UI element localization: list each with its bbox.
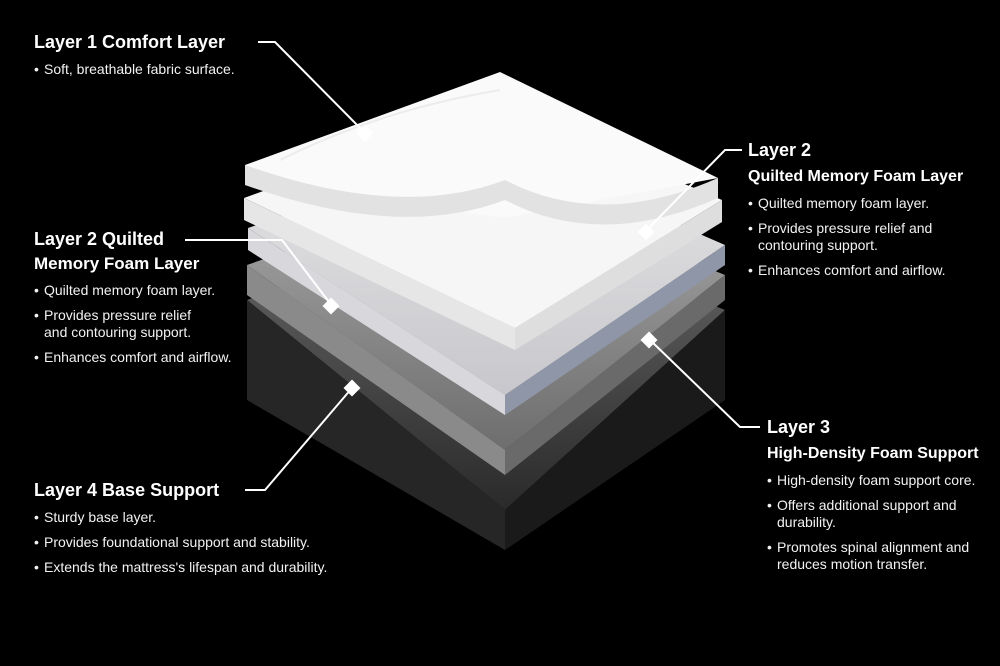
layer-4-bullet: Provides foundational support and stabil…	[34, 534, 327, 551]
layer-2-right-callout: Layer 2 Quilted Memory Foam Layer Quilte…	[748, 137, 963, 287]
layer-2-left-bullet: Quilted memory foam layer.	[34, 282, 232, 299]
layer-2-right-subtitle: Quilted Memory Foam Layer	[748, 168, 964, 185]
layer-3-bullet: Offers additional support and durability…	[767, 497, 1000, 531]
layer-1-title: Layer 1 Comfort Layer	[34, 32, 226, 52]
layer-4-bullet: Extends the mattress's lifespan and dura…	[34, 559, 327, 576]
layer-2-left-bullet: Provides pressure relief and contouring …	[34, 307, 232, 341]
layer-3-subtitle: High-Density Foam Support	[767, 445, 979, 462]
layer-2-left-title: Layer 2 Quilted	[34, 229, 165, 249]
layer-2-right-title: Layer 2	[748, 140, 812, 160]
layer-2-right-bullet: Quilted memory foam layer.	[748, 195, 963, 212]
layer-3-callout: Layer 3 High-Density Foam Support High-d…	[767, 414, 1000, 581]
layer-3-bullet: Promotes spinal alignment and reduces mo…	[767, 539, 1000, 573]
layer-4-callout: Layer 4 Base Support Sturdy base layer. …	[34, 477, 327, 584]
layer-4-title: Layer 4 Base Support	[34, 480, 220, 500]
layer-2-left-bullet: Enhances comfort and airflow.	[34, 349, 232, 366]
layer-4-bullet: Sturdy base layer.	[34, 509, 327, 526]
layer-2-left-subtitle: Memory Foam Layer	[34, 254, 200, 273]
layer-3-bullet: High-density foam support core.	[767, 472, 1000, 489]
layer-2-left-callout: Layer 2 Quilted Memory Foam Layer Quilte…	[34, 226, 232, 374]
layer-2-right-bullet: Enhances comfort and airflow.	[748, 262, 963, 279]
layer-1-callout: Layer 1 Comfort Layer Soft, breathable f…	[34, 29, 235, 86]
layer-3-title: Layer 3	[767, 417, 831, 437]
layer-2-right-bullet: Provides pressure relief and contouring …	[748, 220, 963, 254]
callout-markers	[322, 124, 658, 397]
leader-lines	[185, 41, 760, 491]
layer-1-comfort	[245, 72, 718, 225]
layer-1-bullet: Soft, breathable fabric surface.	[34, 61, 235, 78]
